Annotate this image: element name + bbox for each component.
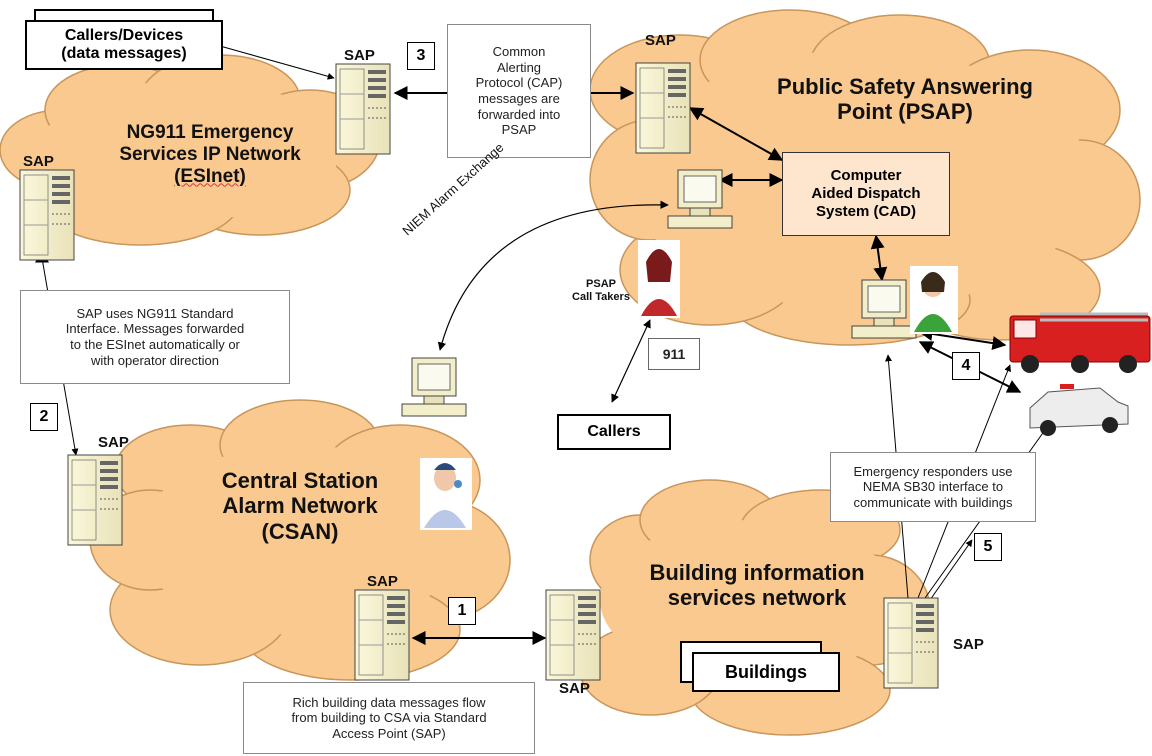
csan-title: Central Station Alarm Network (CSAN) [221,468,379,544]
dispatcher-person-icon [910,266,958,334]
psap-title: Public Safety Answering Point (PSAP) [777,74,1033,125]
step-4-badge: 4 [952,352,980,380]
step-2-badge: 2 [30,403,58,431]
step-1-badge: 1 [448,597,476,625]
sap-label-csan: SAP [367,573,398,590]
sap-label-left: SAP [98,434,129,451]
sap-server-building [545,589,601,681]
sap-server-csan [354,589,410,681]
911-box: 911 [648,338,700,370]
computer-psap-icon [667,169,733,229]
computer-dispatch-icon [851,279,917,339]
sap-server-esinet [19,169,75,261]
sap-server-psap [635,62,691,154]
sap-label-top: SAP [344,47,375,64]
buildings-box: Buildings [692,652,840,692]
step-5-badge: 5 [974,533,1002,561]
building-network-title: Building information services network [649,560,865,611]
sap-server-top [335,63,391,155]
police-car-icon [1029,384,1129,436]
sap-label-psap: SAP [645,32,676,49]
sap-label-building: SAP [559,680,590,697]
esinet-cloud [0,54,381,246]
call-taker-person-icon [638,240,680,318]
sap-label-responders: SAP [953,636,984,653]
callers-box: Callers [557,414,671,450]
sap-server-left [67,454,123,546]
sap-label-esinet: SAP [23,153,54,170]
step-3-badge: 3 [407,42,435,70]
csan-operator-person-icon [420,458,472,530]
esinet-title: NG911 Emergency Services IP Network (ESI… [119,122,301,187]
psap-call-takers-label: PSAP Call Takers [572,278,630,303]
csan-cloud [89,399,511,681]
computer-csan-icon [401,357,467,417]
fire-truck-icon [1009,312,1151,373]
sap-server-responders [883,597,939,689]
callers-devices-box: Callers/Devices(data messages) [25,20,223,70]
